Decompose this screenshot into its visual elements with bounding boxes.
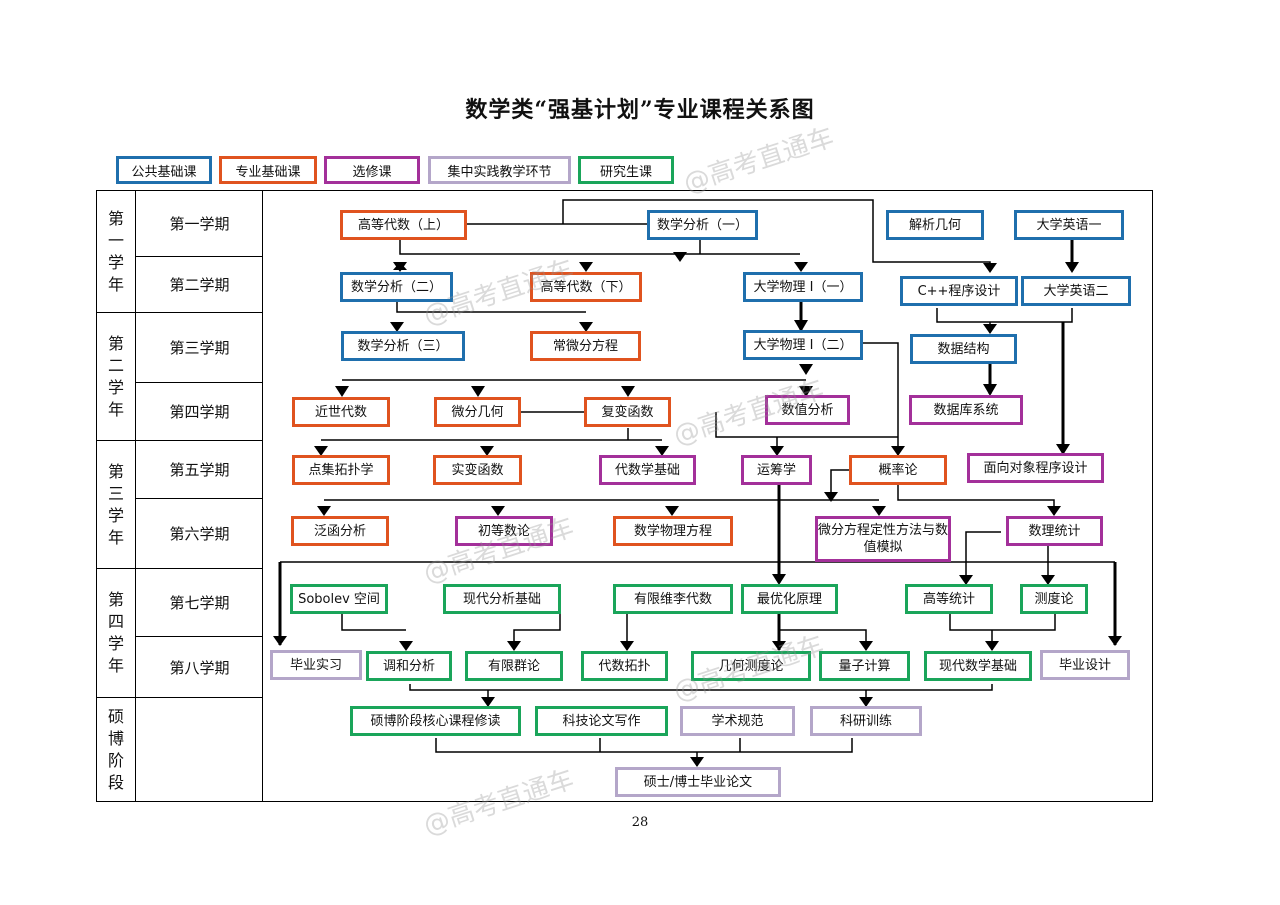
course-box: 毕业实习 <box>270 650 362 680</box>
course-box: 最优化原理 <box>741 584 838 614</box>
course-box: 大学物理 I（二） <box>743 330 863 360</box>
course-box: 几何测度论 <box>691 651 811 681</box>
row-divider <box>96 568 263 569</box>
semester-label-1: 第一学期 <box>169 215 230 233</box>
course-box: 高等代数（上） <box>340 210 467 240</box>
course-box: 数学分析（二） <box>340 272 453 302</box>
course-box: 高等代数（下） <box>530 272 642 302</box>
course-box: 有限维李代数 <box>613 584 733 614</box>
year-label-grad: 硕博阶段 <box>107 706 124 792</box>
course-box: 学术规范 <box>680 706 795 736</box>
course-box: 科技论文写作 <box>535 706 668 736</box>
column-divider <box>262 190 263 802</box>
course-box: Sobolev 空间 <box>290 584 388 614</box>
row-divider <box>135 498 263 499</box>
course-box: 概率论 <box>849 455 947 485</box>
course-box: 数学分析（一） <box>647 210 758 240</box>
page-title: 数学类“强基计划”专业课程关系图 <box>465 97 815 123</box>
year-label-4: 第四学年 <box>107 590 124 675</box>
course-box: 大学物理 I（一） <box>743 272 863 302</box>
course-box: 硕博阶段核心课程修读 <box>350 706 521 736</box>
course-box: 解析几何 <box>886 210 984 240</box>
course-box: 数学分析（三） <box>341 331 465 361</box>
course-box: 实变函数 <box>433 455 522 485</box>
row-divider <box>96 312 263 313</box>
course-box: 数学物理方程 <box>613 516 733 546</box>
legend-graduate: 研究生课 <box>578 156 674 184</box>
course-box: C++程序设计 <box>900 276 1018 306</box>
course-box: 面向对象程序设计 <box>967 453 1104 483</box>
year-label-1: 第一学年 <box>107 208 124 294</box>
course-box: 科研训练 <box>810 706 922 736</box>
semester-label-4: 第四学期 <box>169 403 230 421</box>
legend-public: 公共基础课 <box>116 156 212 184</box>
row-divider <box>135 256 263 257</box>
course-box: 近世代数 <box>292 397 390 427</box>
course-box: 量子计算 <box>819 651 910 681</box>
semester-label-8: 第八学期 <box>169 658 230 677</box>
course-box: 数值分析 <box>765 395 850 425</box>
semester-label-2: 第二学期 <box>169 276 230 294</box>
row-divider <box>96 697 263 698</box>
course-box: 微分几何 <box>434 397 521 427</box>
legend-practice: 集中实践教学环节 <box>428 156 571 184</box>
semester-label-5: 第五学期 <box>169 461 230 479</box>
course-box: 常微分方程 <box>530 331 641 361</box>
row-divider <box>96 440 263 441</box>
year-label-3: 第三学年 <box>107 461 124 547</box>
course-box: 运筹学 <box>741 455 812 485</box>
page-number: 28 <box>631 815 649 830</box>
course-box: 数据结构 <box>910 334 1017 364</box>
year-label-2: 第二学年 <box>107 333 124 419</box>
column-divider <box>135 190 136 802</box>
course-box: 现代数学基础 <box>924 651 1032 681</box>
course-box: 高等统计 <box>905 584 993 614</box>
curriculum-table <box>96 190 1153 802</box>
semester-label-6: 第六学期 <box>169 525 230 543</box>
course-box: 点集拓扑学 <box>292 455 390 485</box>
course-box: 硕士/博士毕业论文 <box>615 767 781 797</box>
course-box: 数理统计 <box>1006 516 1103 546</box>
semester-label-7: 第七学期 <box>169 594 230 612</box>
course-box: 大学英语二 <box>1021 276 1131 306</box>
course-box: 现代分析基础 <box>443 584 561 614</box>
course-box: 调和分析 <box>366 651 452 681</box>
course-box: 微分方程定性方法与数值模拟 <box>815 516 951 562</box>
course-box: 复变函数 <box>584 397 671 427</box>
legend-major: 专业基础课 <box>219 156 317 184</box>
course-box: 代数学基础 <box>599 455 696 485</box>
course-box: 大学英语一 <box>1014 210 1124 240</box>
row-divider <box>135 636 263 637</box>
semester-label-3: 第三学期 <box>169 339 230 357</box>
course-box: 泛函分析 <box>291 516 389 546</box>
legend-elective: 选修课 <box>324 156 420 184</box>
course-box: 毕业设计 <box>1040 650 1130 680</box>
watermark: @高考直通车 <box>679 122 838 200</box>
course-box: 代数拓扑 <box>581 651 668 681</box>
course-box: 测度论 <box>1020 584 1088 614</box>
course-box: 数据库系统 <box>909 395 1023 425</box>
course-box: 初等数论 <box>455 516 553 546</box>
course-box: 有限群论 <box>465 651 563 681</box>
row-divider <box>135 382 263 383</box>
